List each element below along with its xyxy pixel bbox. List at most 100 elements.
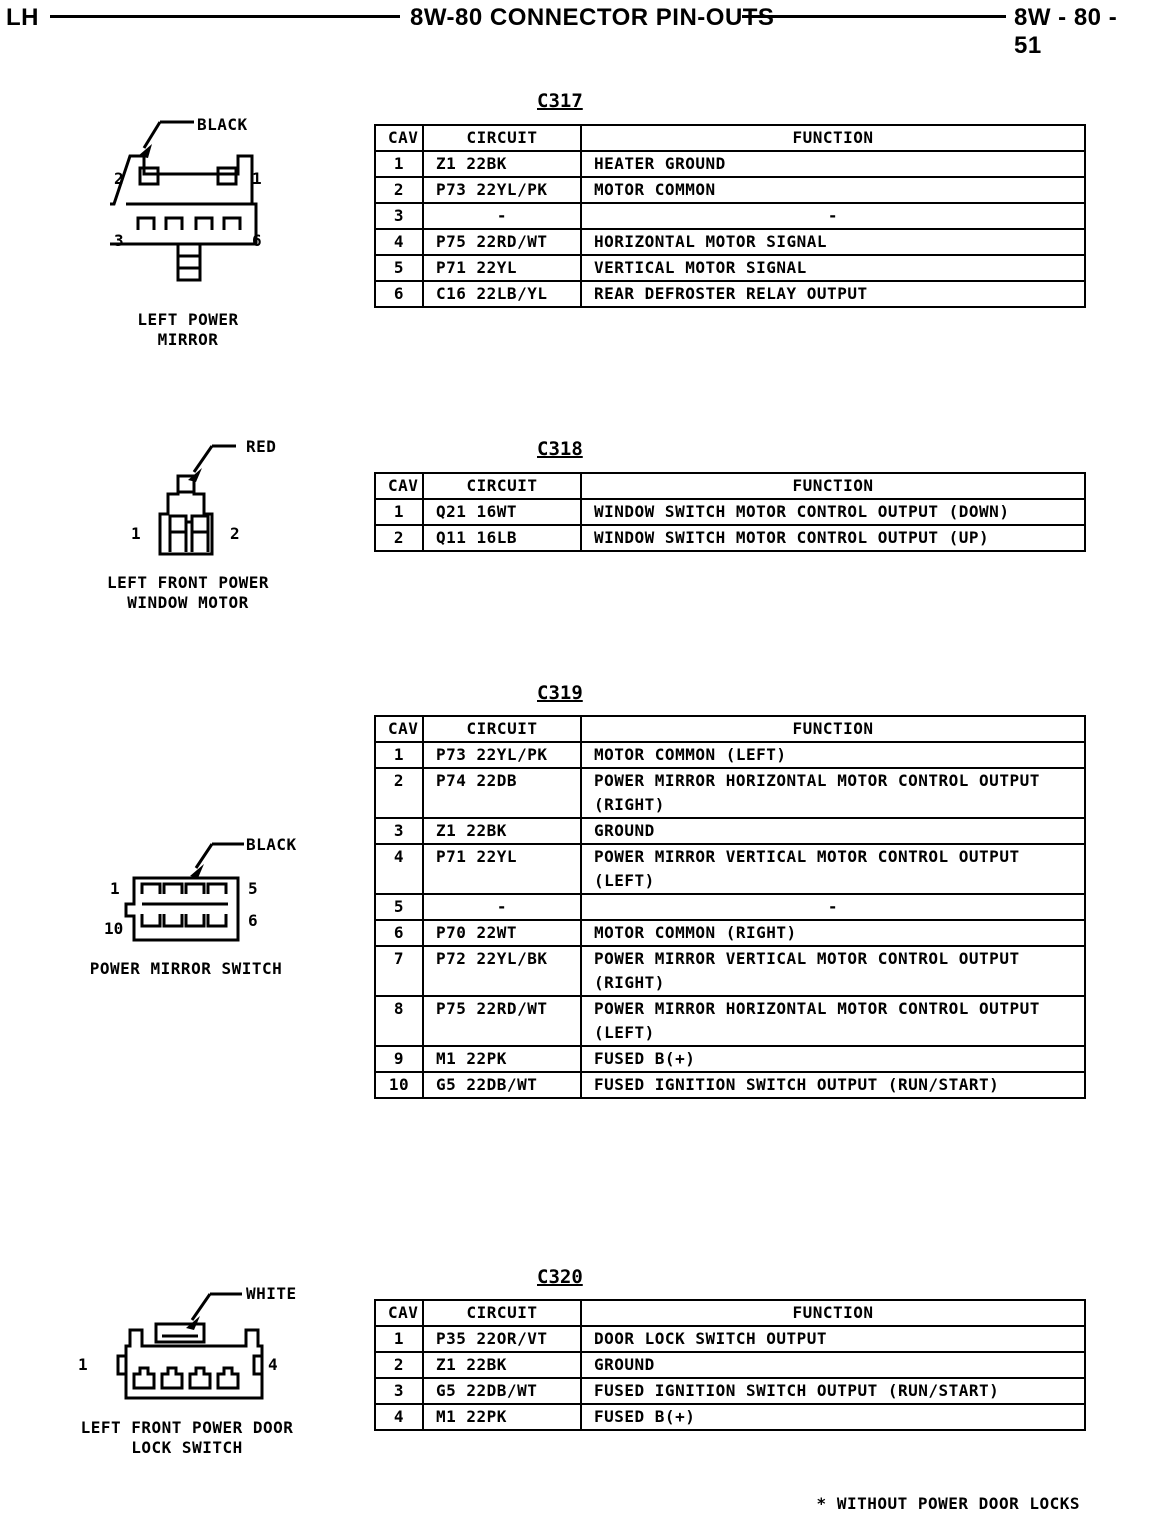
page-header: LH 8W-80 CONNECTOR PIN-OUTS 8W - 80 - 51 [0, 0, 1152, 59]
table-cell: REAR DEFROSTER RELAY OUTPUT [580, 280, 1086, 308]
pin-label: 4 [268, 1355, 278, 1374]
table-cell: P75 22RD/WT [422, 995, 582, 1047]
table-cell: VERTICAL MOTOR SIGNAL [580, 254, 1086, 282]
table-cell: FUSED B(+) [580, 1403, 1086, 1431]
pin-label: 10 [104, 919, 124, 938]
table-cell: M1 22PK [422, 1403, 582, 1431]
table-cell: POWER MIRROR HORIZONTAL MOTOR CONTROL OU… [580, 767, 1086, 819]
table-header-row: CAV CIRCUIT FUNCTION [374, 715, 1086, 743]
column-header-function: FUNCTION [580, 124, 1086, 152]
connector-title: C318 [537, 438, 583, 460]
column-header-circuit: CIRCUIT [422, 1299, 582, 1327]
connector-diagram-c317 [110, 120, 258, 282]
table-row: 3-- [374, 202, 1086, 230]
pin-label: 1 [110, 879, 120, 898]
connector-diagram-c318 [158, 444, 236, 556]
connector-label: LEFT FRONT POWER DOOR LOCK SWITCH [80, 1418, 294, 1457]
column-header-circuit: CIRCUIT [422, 472, 582, 500]
table-cell: 3 [374, 1377, 424, 1405]
table-cell: P73 22YL/PK [422, 741, 582, 769]
connector-label: POWER MIRROR SWITCH [89, 959, 283, 978]
table-cell: 2 [374, 176, 424, 204]
table-cell: 8 [374, 995, 424, 1047]
table-cell: 1 [374, 1325, 424, 1353]
table-cell: FUSED IGNITION SWITCH OUTPUT (RUN/START) [580, 1071, 1086, 1099]
table-cell: 10 [374, 1071, 424, 1099]
table-cell: 4 [374, 228, 424, 256]
pin-label: 1 [78, 1355, 88, 1374]
table-cell: 5 [374, 254, 424, 282]
connector-label: LEFT POWER MIRROR [137, 310, 239, 349]
table-header-row: CAV CIRCUIT FUNCTION [374, 124, 1086, 152]
table-cell: P72 22YL/BK [422, 945, 582, 997]
table-cell: POWER MIRROR HORIZONTAL MOTOR CONTROL OU… [580, 995, 1086, 1047]
wire-color-label: RED [246, 437, 277, 456]
table-cell: POWER MIRROR VERTICAL MOTOR CONTROL OUTP… [580, 945, 1086, 997]
pin-label: 3 [114, 231, 124, 250]
table-cell: 2 [374, 1351, 424, 1379]
connector-diagram-c320 [116, 1292, 264, 1400]
table-cell: 6 [374, 919, 424, 947]
table-cell: WINDOW SWITCH MOTOR CONTROL OUTPUT (DOWN… [580, 498, 1086, 526]
table-cell: 9 [374, 1045, 424, 1073]
column-header-circuit: CIRCUIT [422, 715, 582, 743]
table-cell: MOTOR COMMON (LEFT) [580, 741, 1086, 769]
pin-label: 2 [114, 169, 124, 188]
table-cell: P75 22RD/WT [422, 228, 582, 256]
column-header-cav: CAV [374, 715, 424, 743]
table-cell: G5 22DB/WT [422, 1377, 582, 1405]
table-cell: P71 22YL [422, 843, 582, 895]
table-row: 5-- [374, 893, 1086, 921]
table-cell: M1 22PK [422, 1045, 582, 1073]
table-cell: 1 [374, 741, 424, 769]
table-cell: 1 [374, 150, 424, 178]
table-cell: MOTOR COMMON (RIGHT) [580, 919, 1086, 947]
pin-label: 6 [252, 231, 262, 250]
header-title: 8W-80 CONNECTOR PIN-OUTS [410, 4, 775, 31]
pin-label: 2 [230, 524, 240, 543]
table-cell: P35 22OR/VT [422, 1325, 582, 1353]
column-header-function: FUNCTION [580, 1299, 1086, 1327]
column-header-function: FUNCTION [580, 472, 1086, 500]
table-cell: Z1 22BK [422, 1351, 582, 1379]
column-header-circuit: CIRCUIT [422, 124, 582, 152]
table-cell: 5 [374, 893, 424, 921]
table-cell: 2 [374, 524, 424, 552]
connector-title: C317 [537, 90, 583, 112]
wire-color-label: BLACK [246, 835, 297, 854]
pin-label: 1 [252, 169, 262, 188]
connector-title: C319 [537, 682, 583, 704]
header-rule-right [742, 15, 1006, 18]
table-cell: 4 [374, 843, 424, 895]
table-cell: P74 22DB [422, 767, 582, 819]
table-cell: Q21 16WT [422, 498, 582, 526]
table-cell: P71 22YL [422, 254, 582, 282]
table-cell: MOTOR COMMON [580, 176, 1086, 204]
connector-label: LEFT FRONT POWER WINDOW MOTOR [106, 573, 270, 612]
table-cell: P73 22YL/PK [422, 176, 582, 204]
table-cell: FUSED IGNITION SWITCH OUTPUT (RUN/START) [580, 1377, 1086, 1405]
pin-label: 1 [131, 524, 141, 543]
header-page-number: 8W - 80 - 51 [1014, 4, 1118, 59]
column-header-cav: CAV [374, 124, 424, 152]
table-cell: 3 [374, 817, 424, 845]
footnote: * WITHOUT POWER DOOR LOCKS [816, 1494, 1080, 1513]
header-left: LH [6, 4, 39, 31]
table-cell: 4 [374, 1403, 424, 1431]
